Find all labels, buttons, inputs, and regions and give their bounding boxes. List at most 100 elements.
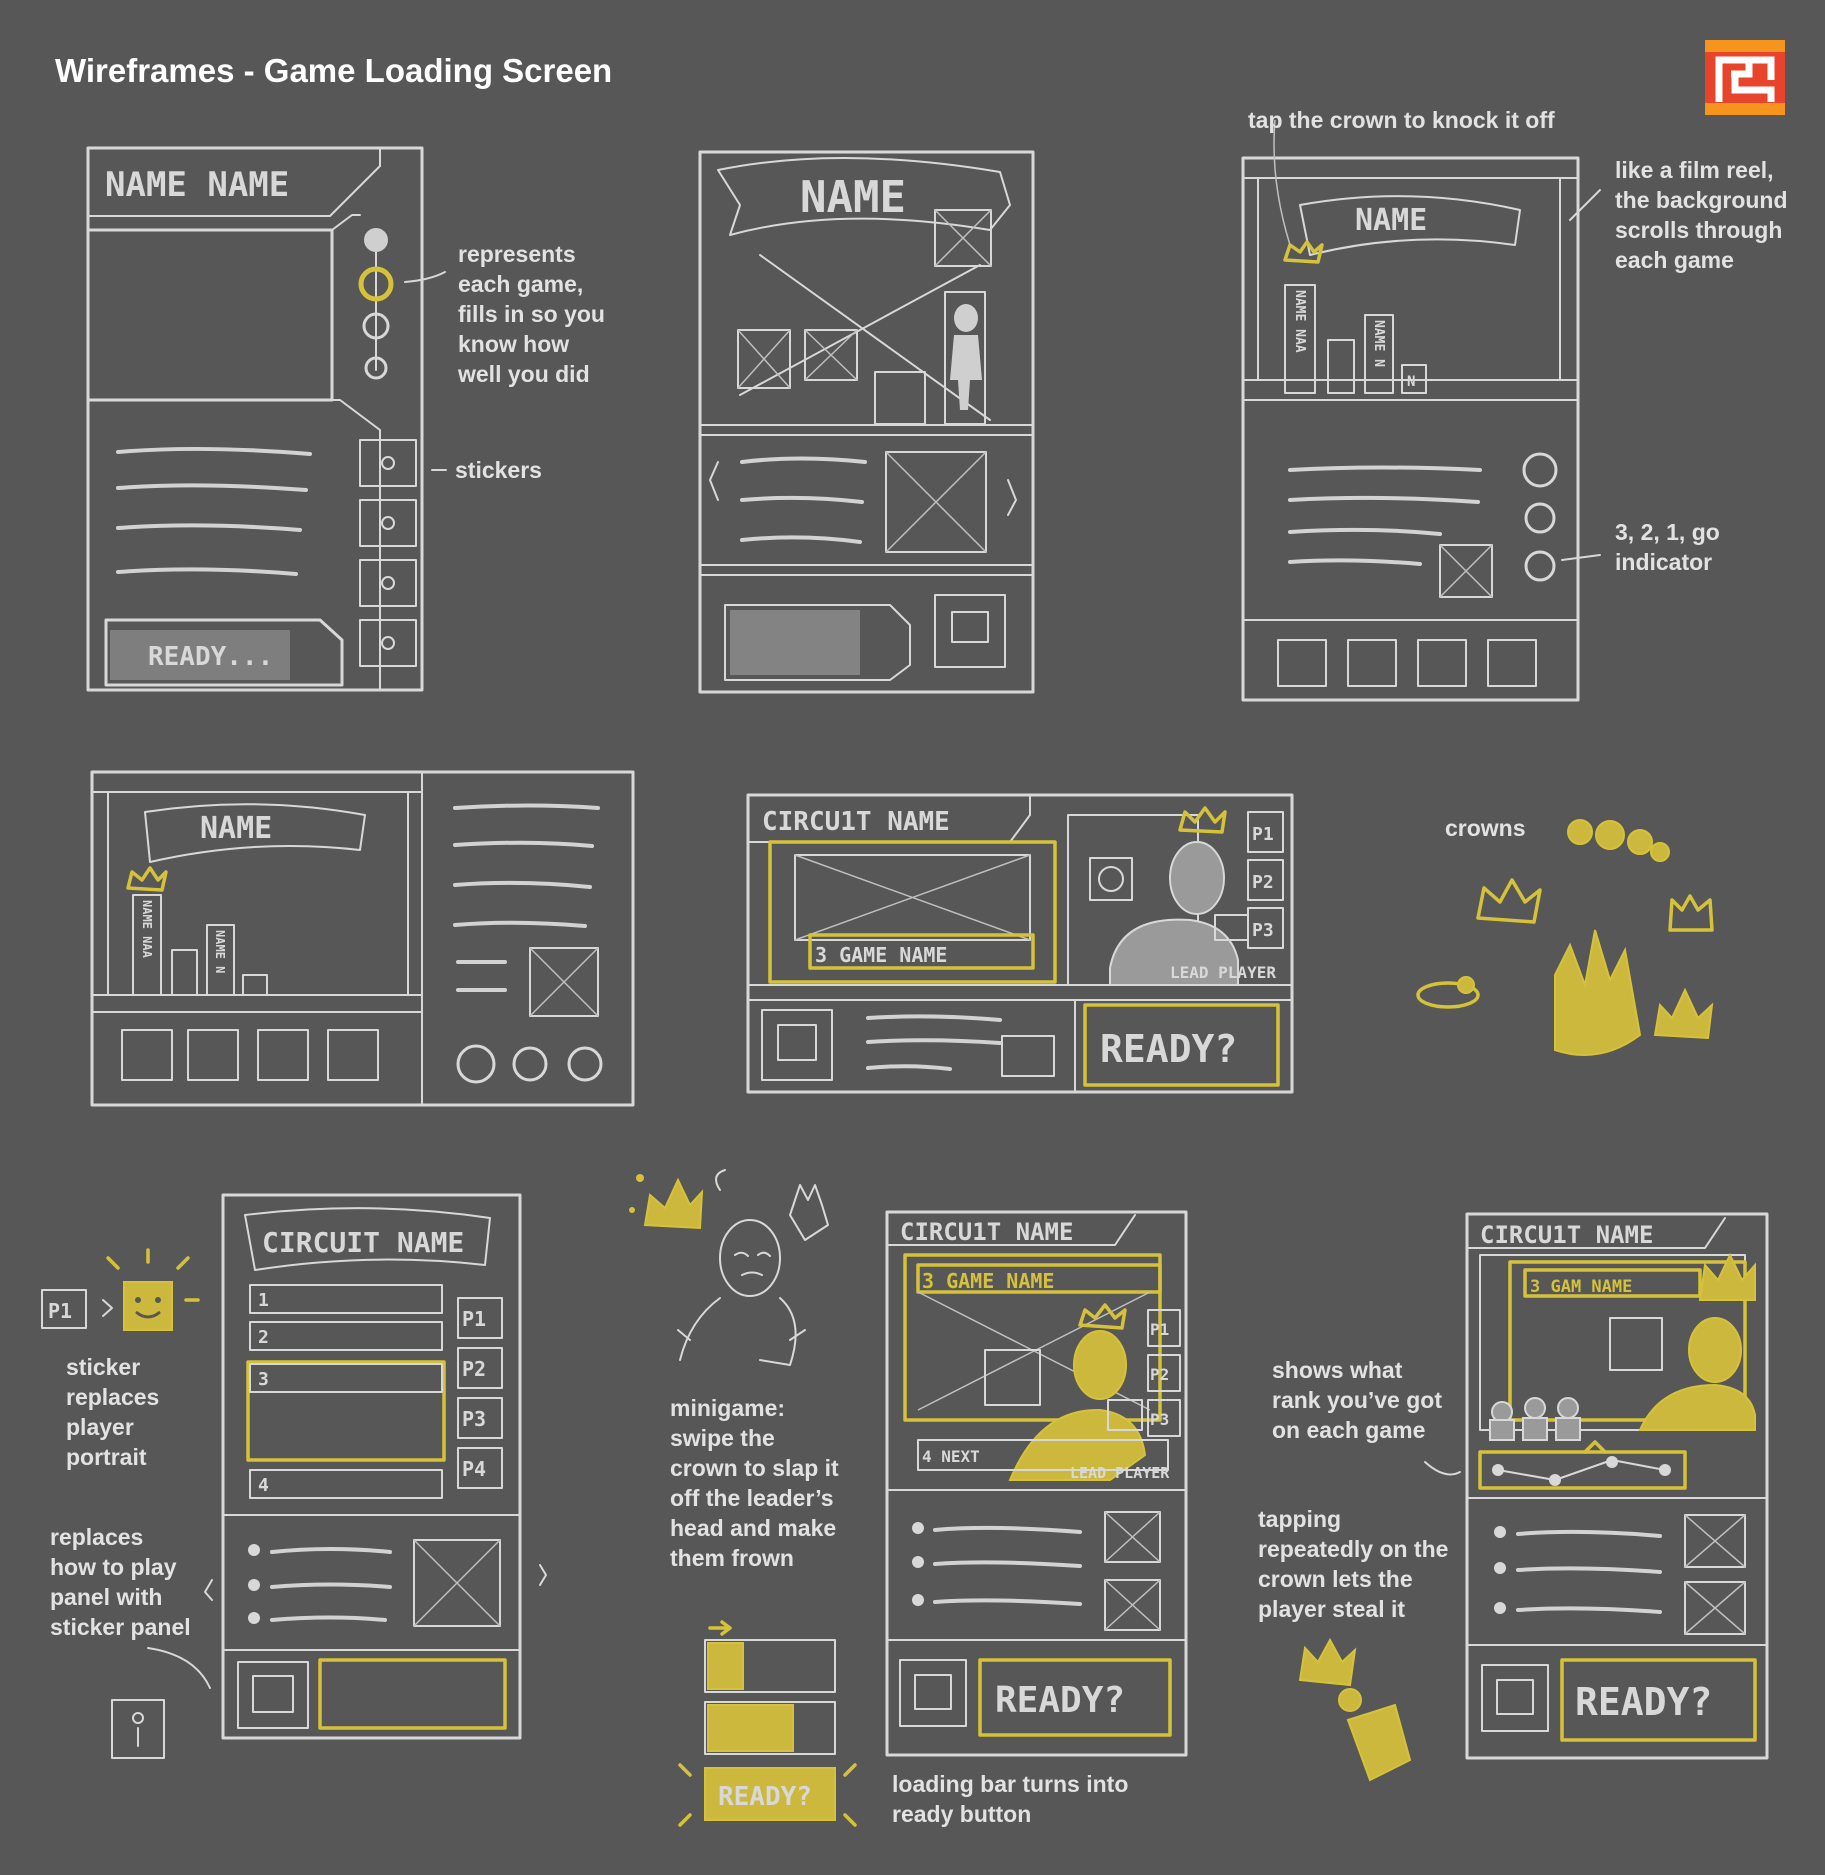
svg-text:minigame:: minigame: xyxy=(670,1395,785,1421)
crown-icon xyxy=(126,866,168,892)
annotation-countdown: 3, 2, 1, go indicator xyxy=(1615,519,1720,575)
p3-slot: P3 xyxy=(1252,920,1274,941)
svg-text:player: player xyxy=(66,1414,134,1440)
wireframe-portrait-basic: NAME NAME READY... xyxy=(86,146,447,692)
crown-icon xyxy=(1078,1303,1127,1330)
lead-player-label: LEAD PLAYER xyxy=(1070,1464,1170,1482)
sticker-slot xyxy=(359,559,417,607)
progress-dot-1 xyxy=(364,228,388,252)
annotation-minigame: minigame: swipe the crown to slap it off… xyxy=(670,1395,839,1571)
crown-icon xyxy=(1567,819,1670,862)
ready-loading-label: READY... xyxy=(148,642,273,672)
wireframe-landscape-leaderboard: NAME NAME NAA NAME N xyxy=(90,770,635,1107)
bar-label: NAME N xyxy=(1371,320,1386,367)
svg-text:replaces: replaces xyxy=(50,1524,143,1550)
annotation-sticker-replaces: sticker replaces player portrait xyxy=(66,1354,159,1470)
circuit-title: CIRCU1T NAME xyxy=(1480,1221,1653,1249)
annotation-loading-bar: loading bar turns into ready button xyxy=(892,1771,1128,1827)
svg-text:know how: know how xyxy=(458,331,569,357)
sticker-slot xyxy=(359,619,417,667)
banner-name: NAME xyxy=(800,172,906,223)
sheet-title: Wireframes - Game Loading Screen xyxy=(55,52,612,89)
svg-text:crown lets the: crown lets the xyxy=(1258,1566,1413,1592)
svg-text:indicator: indicator xyxy=(1615,549,1712,575)
crown-steal-illustration xyxy=(1298,1637,1412,1782)
ready-button-label: READY? xyxy=(718,1782,812,1812)
annotation-crowns: crowns xyxy=(1445,815,1526,841)
svg-text:them frown: them frown xyxy=(670,1545,794,1571)
svg-text:each game: each game xyxy=(1615,247,1734,273)
sticker-slot xyxy=(359,439,417,487)
lead-player-label: LEAD PLAYER xyxy=(1170,963,1276,982)
svg-text:shows what: shows what xyxy=(1272,1357,1403,1383)
game-title-placeholder: NAME NAME xyxy=(105,165,289,205)
crown-icon xyxy=(1668,894,1714,932)
sticker-slot xyxy=(359,499,417,547)
p2-slot: P2 xyxy=(1150,1365,1169,1384)
wireframe-portrait-circuit-list: CIRCUIT NAME 1 2 3 4 P1 P2 P3 P4 xyxy=(147,1193,547,1740)
crowns-gallery xyxy=(1416,819,1714,1056)
ready-button-label: READY? xyxy=(1100,1027,1237,1071)
p1-slot: P1 xyxy=(1150,1320,1169,1339)
annotation-replaces-panel: replaces how to play panel with sticker … xyxy=(50,1524,191,1640)
svg-text:like a film reel,: like a film reel, xyxy=(1615,157,1774,183)
annotation-shows-rank: shows what rank you’ve got on each game xyxy=(1272,1357,1442,1443)
crown-icon xyxy=(1416,976,1480,1009)
circuit-title: CIRCU1T NAME xyxy=(762,807,950,837)
crown-icon xyxy=(1476,878,1542,924)
circuit-title: CIRCUIT NAME xyxy=(262,1226,464,1259)
p1-slot: P1 xyxy=(462,1307,486,1331)
annotation-film-reel: like a film reel, the background scrolls… xyxy=(1615,157,1788,273)
wireframe-portrait-leaderboard: NAME NAME NAA NAME N N xyxy=(1241,119,1601,702)
ready-button-label: READY? xyxy=(995,1680,1125,1721)
svg-text:repeatedly on the: repeatedly on the xyxy=(1258,1536,1448,1562)
annotation-stickers: stickers xyxy=(455,457,542,483)
rank-2: 2 xyxy=(258,1327,269,1348)
game-name-row: 3 GAME NAME xyxy=(815,943,947,967)
svg-text:well you did: well you did xyxy=(457,361,590,387)
wireframe-portrait-rank: CIRCU1T NAME 3 GAM NAME READY? xyxy=(1424,1212,1769,1760)
banner-name: NAME xyxy=(1355,203,1427,238)
p1-slot: P1 xyxy=(1252,824,1274,845)
crown-icon xyxy=(1283,240,1324,264)
p2-slot: P2 xyxy=(1252,872,1274,893)
rank-4: 4 xyxy=(258,1475,269,1496)
p3-slot: P3 xyxy=(462,1407,486,1431)
svg-text:on each game: on each game xyxy=(1272,1417,1425,1443)
sticker-example: P1 xyxy=(41,1248,200,1759)
minigame-illustration xyxy=(629,1169,829,1366)
annotation-represents: represents each game, fills in so you kn… xyxy=(457,241,605,387)
circuit-title: CIRCU1T NAME xyxy=(900,1218,1073,1246)
svg-text:fills in so you: fills in so you xyxy=(458,301,605,327)
rank-1: 1 xyxy=(258,1290,269,1311)
svg-text:panel with: panel with xyxy=(50,1584,162,1610)
p4-slot: P4 xyxy=(462,1457,486,1481)
studio-logo xyxy=(1705,40,1785,115)
progress-dot-3 xyxy=(362,312,390,340)
p3-slot: P3 xyxy=(1150,1410,1169,1429)
hand-swipe-icon xyxy=(789,1184,829,1241)
svg-text:swipe the: swipe the xyxy=(670,1425,775,1451)
svg-text:head and make: head and make xyxy=(670,1515,836,1541)
svg-text:each game,: each game, xyxy=(458,271,583,297)
wireframe-landscape-lead-player: CIRCU1T NAME 3 GAME NAME LEAD PLAYER P1 … xyxy=(746,793,1294,1094)
wireframe-portrait-lead-player: CIRCU1T NAME 3 GAME NAME P1 P2 P3 4 NEXT… xyxy=(885,1210,1188,1757)
ready-button-label: READY? xyxy=(1575,1680,1712,1724)
next-game-row: 4 NEXT xyxy=(922,1447,980,1466)
svg-text:player steal it: player steal it xyxy=(1258,1596,1405,1622)
svg-text:represents: represents xyxy=(458,241,576,267)
bar-label: NAME NAA xyxy=(140,900,154,959)
svg-text:replaces: replaces xyxy=(66,1384,159,1410)
svg-text:tapping: tapping xyxy=(1258,1506,1341,1532)
annotation-tapping: tapping repeatedly on the crown lets the… xyxy=(1258,1506,1448,1622)
bar-label: NAME N xyxy=(213,930,227,973)
svg-text:loading bar turns into: loading bar turns into xyxy=(892,1771,1128,1797)
game-name-row: 3 GAM NAME xyxy=(1530,1277,1632,1297)
wireframe-portrait-scene: NAME xyxy=(698,150,1035,694)
svg-text:the background: the background xyxy=(1615,187,1788,213)
svg-text:how to play: how to play xyxy=(50,1554,177,1580)
svg-text:sticker: sticker xyxy=(66,1354,140,1380)
bar-label: N xyxy=(1407,374,1415,390)
crown-icon xyxy=(1178,806,1227,834)
